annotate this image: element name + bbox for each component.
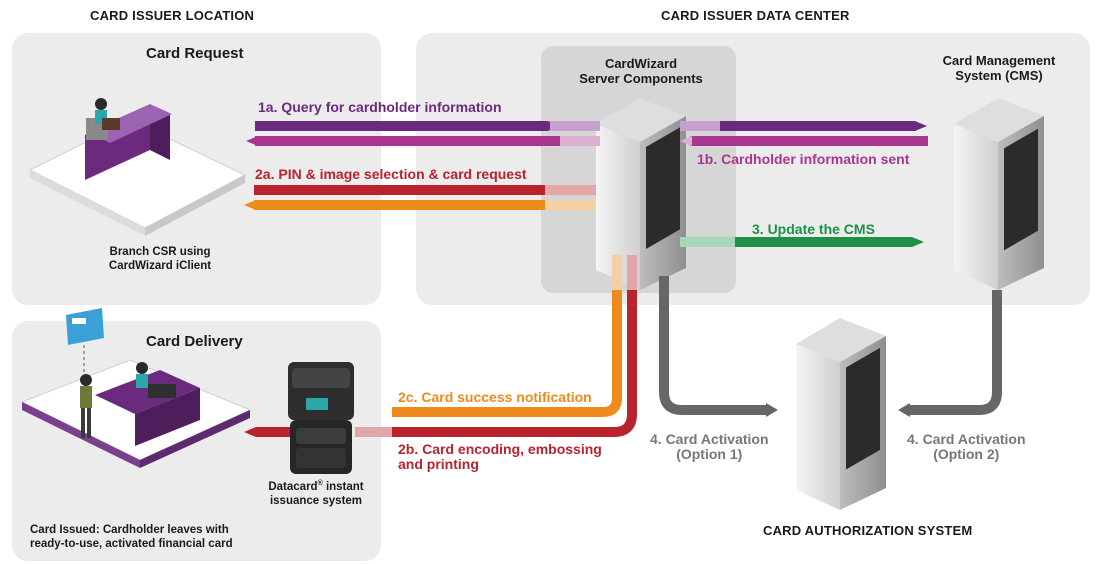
arrow-4-option2: [910, 290, 1002, 415]
flow-1b-label: 1b. Cardholder information sent: [697, 151, 910, 167]
printer-illustration: [288, 362, 354, 474]
arrow-printer-to-desk: [244, 427, 392, 437]
flow-4-option1-label: 4. Card Activation (Option 1): [650, 431, 769, 462]
arrow-orange-return: [244, 200, 596, 210]
arrow-2b-encoding: [386, 290, 637, 437]
flow-4-option2-label: 4. Card Activation (Option 2): [907, 431, 1026, 462]
authorization-server-icon: [796, 318, 886, 510]
flow-1a-label: 1a. Query for cardholder information: [258, 99, 502, 115]
flow-2c-label: 2c. Card success notification: [398, 389, 592, 405]
arrow-4-option1: [659, 276, 766, 415]
branch-desk-illustration: [28, 98, 247, 236]
flow-2b-label: 2b. Card encoding, embossing and printin…: [398, 441, 602, 472]
card-request-title: Card Request: [146, 45, 244, 62]
cardwizard-server-icon: [596, 98, 686, 290]
printer-caption: Datacard® instant issuance system: [268, 480, 364, 507]
issuer-location-heading: CARD ISSUER LOCATION: [90, 8, 255, 23]
arrow-1a-query: [255, 121, 600, 131]
arrow-1b-return-left: [246, 136, 600, 146]
delivery-desk-illustration: [20, 308, 252, 468]
cardwizard-label: CardWizard Server Components: [579, 56, 703, 86]
cms-server-icon: [954, 98, 1044, 290]
flow-3-label: 3. Update the CMS: [752, 221, 875, 237]
data-center-heading: CARD ISSUER DATA CENTER: [661, 8, 850, 23]
arrow-1a-to-cms: [680, 121, 927, 131]
arrow-1b-from-cms: [680, 136, 928, 146]
cms-label: Card Management System (CMS): [942, 53, 1056, 83]
flow-2a-label: 2a. PIN & image selection & card request: [255, 166, 527, 182]
arrow-2a-request: [254, 185, 596, 195]
arrow-3-update-cms: [680, 237, 924, 247]
card-issued-caption: Card Issued: Cardholder leaves with read…: [30, 524, 233, 550]
arrow-2c-notification: [392, 255, 622, 417]
branch-csr-caption: Branch CSR using CardWizard iClient: [108, 246, 212, 272]
authorization-system-heading: CARD AUTHORIZATION SYSTEM: [763, 523, 973, 538]
card-delivery-title: Card Delivery: [146, 333, 243, 350]
